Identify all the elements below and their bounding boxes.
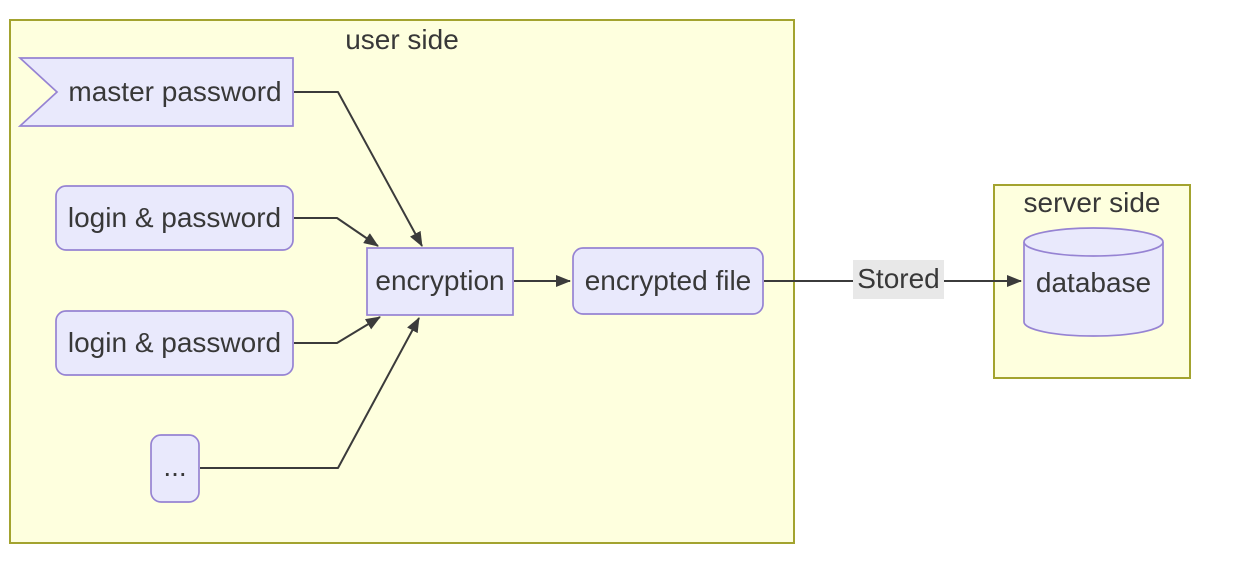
server-side-title: server side	[1023, 186, 1161, 218]
database-cylinder-top-arc	[1023, 241, 1164, 257]
edge-more-to-encryption	[200, 317, 420, 469]
login-password-node-1	[55, 185, 294, 251]
encryption-node	[366, 247, 514, 316]
login-password-node-2	[55, 310, 294, 376]
database-label: database	[1035, 266, 1152, 298]
edge-master-password-to-encryption	[294, 91, 423, 247]
more-node	[150, 434, 200, 503]
edge-login-password-1-to-encryption	[294, 217, 379, 247]
stored-edge-label: Stored	[857, 263, 940, 295]
login-password-label-1: login & password	[67, 201, 282, 233]
more-label: ...	[163, 450, 187, 482]
encrypted-file-node	[572, 247, 764, 315]
stored-label-background	[853, 260, 944, 299]
login-password-label-2: login & password	[67, 326, 282, 358]
edge-login-password-2-to-encryption	[294, 316, 381, 344]
encrypted-file-label: encrypted file	[584, 264, 752, 296]
master-password-node	[17, 57, 294, 127]
encryption-label: encryption	[375, 265, 505, 297]
master-password-label: master password	[68, 75, 282, 107]
user-side-title: user side	[345, 23, 459, 55]
database-node	[1023, 227, 1164, 337]
